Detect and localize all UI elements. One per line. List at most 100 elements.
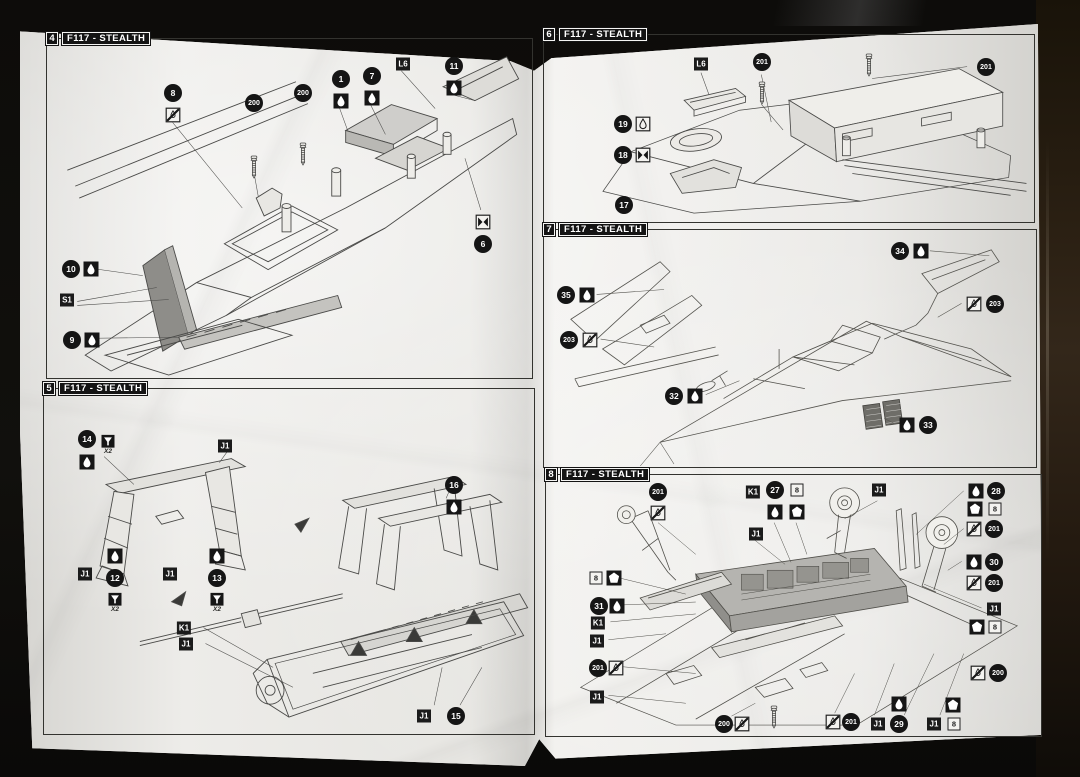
quantity-x2-icon: X2 (108, 592, 122, 614)
part-number-badge: 201 (977, 58, 995, 76)
movable-part-icon (635, 147, 651, 163)
screw-icon (864, 53, 874, 77)
paint-icon (945, 697, 961, 713)
sprue-letter-badge: J1 (590, 634, 604, 648)
movable-part-icon (475, 214, 491, 230)
sprue-letter-badge: K1 (745, 485, 761, 499)
part-number-badge: 9 (63, 331, 81, 349)
step-title: F117 - STEALTH (560, 467, 651, 482)
step-title: F117 - STEALTH (558, 27, 649, 42)
screw-icon (249, 155, 259, 179)
cement-icon (966, 554, 982, 570)
no-cement-icon (650, 505, 666, 521)
step-number: 8 (544, 467, 558, 482)
sprue-letter-badge: S1 (60, 293, 74, 307)
part-number-badge: 13 (208, 569, 226, 587)
quantity-x2-label: X2 (104, 447, 112, 455)
part-number-badge: 201 (649, 483, 667, 501)
part-number-badge: 8 (164, 84, 182, 102)
sprue-letter-badge: K1 (176, 621, 192, 635)
step-7-diagram (570, 249, 1012, 467)
part-number-badge: 201 (589, 659, 607, 677)
paint-color-badge: 8 (947, 717, 961, 731)
part-number-badge: 32 (665, 387, 683, 405)
screw-icon (757, 81, 767, 105)
cement-icon (913, 243, 929, 259)
quantity-x2-label: X2 (111, 605, 119, 613)
step-number: 7 (542, 222, 556, 237)
no-cement-icon (966, 296, 982, 312)
part-number-badge: 31 (590, 597, 608, 615)
part-number-badge: 201 (985, 574, 1003, 592)
screw-icon (298, 142, 308, 166)
step-5-panel: 5 F117 - STEALTH (42, 381, 535, 735)
step-title: F117 - STEALTH (558, 222, 649, 237)
plastic-wrap-sheen (710, 0, 1040, 26)
cement-icon (446, 499, 462, 515)
step-6-panel: 6 F117 - STEALTH (542, 27, 1035, 223)
step-4-diagram (67, 56, 520, 376)
step-8-panel: 8 F117 - STEALTH (544, 467, 1042, 737)
paint-color-badge: 8 (790, 483, 804, 497)
cement-icon (333, 93, 349, 109)
cement-icon (968, 483, 984, 499)
cement-outline-icon (635, 116, 651, 132)
cement-icon (687, 388, 703, 404)
screw-icon (769, 705, 779, 729)
part-number-badge: 201 (985, 520, 1003, 538)
sprue-letter-badge: J1 (927, 717, 941, 731)
part-number-badge: 200 (294, 84, 312, 102)
step-8-header: 8 F117 - STEALTH (544, 467, 651, 482)
step-4-panel: 4 F117 - STEALTH (45, 31, 533, 379)
sprue-letter-badge: J1 (218, 439, 232, 453)
sprue-letter-badge: L6 (694, 57, 708, 71)
part-number-badge: 10 (62, 260, 80, 278)
no-cement-icon (970, 665, 986, 681)
step-7-header: 7 F117 - STEALTH (542, 222, 649, 237)
cement-icon (364, 90, 380, 106)
cement-icon (899, 417, 915, 433)
part-number-badge: 29 (890, 715, 908, 733)
part-number-badge: 34 (891, 242, 909, 260)
paint-icon (967, 501, 983, 517)
part-number-badge: 200 (245, 94, 263, 112)
part-number-badge: 18 (614, 146, 632, 164)
step-8-diagram (579, 487, 1019, 726)
part-number-badge: 200 (715, 715, 733, 733)
no-cement-icon (966, 575, 982, 591)
quantity-x2-icon: X2 (101, 434, 115, 456)
part-number-badge: 15 (447, 707, 465, 725)
no-cement-icon (608, 660, 624, 676)
part-number-badge: 1 (332, 70, 350, 88)
step-4-header: 4 F117 - STEALTH (45, 31, 152, 46)
no-cement-icon (825, 714, 841, 730)
paint-color-badge: 8 (589, 571, 603, 585)
part-number-badge: 203 (986, 295, 1004, 313)
no-cement-icon (582, 332, 598, 348)
sprue-letter-badge: J1 (590, 690, 604, 704)
no-cement-icon (165, 107, 181, 123)
cement-icon (83, 261, 99, 277)
cement-icon (209, 548, 225, 564)
sprue-letter-badge: K1 (590, 616, 606, 630)
step-6-header: 6 F117 - STEALTH (542, 27, 649, 42)
cement-icon (579, 287, 595, 303)
part-number-badge: 6 (474, 235, 492, 253)
step-5-header: 5 F117 - STEALTH (42, 381, 149, 396)
step-5-diagram (95, 448, 529, 718)
paint-color-badge: 8 (988, 620, 1002, 634)
step-7-panel: 7 F117 - STEALTH (542, 222, 1037, 468)
part-number-badge: 35 (557, 286, 575, 304)
sprue-letter-badge: J1 (78, 567, 92, 581)
no-cement-icon (734, 716, 750, 732)
part-number-badge: 201 (753, 53, 771, 71)
quantity-x2-label: X2 (213, 605, 221, 613)
dark-background-strip (1036, 0, 1080, 777)
part-number-badge: 28 (987, 482, 1005, 500)
part-number-badge: 17 (615, 196, 633, 214)
sprue-letter-badge: J1 (417, 709, 431, 723)
